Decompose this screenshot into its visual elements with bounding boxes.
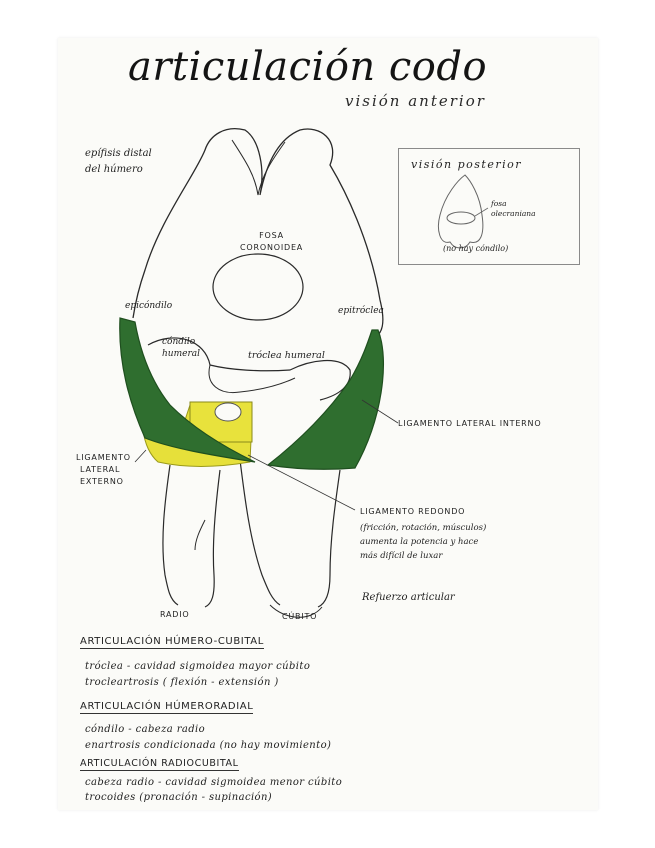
- section-heading-1: ARTICULACIÓN HÚMERO-CUBITAL: [80, 636, 264, 649]
- label-refuerzo: Refuerzo articular: [362, 590, 455, 606]
- label-troclea-humeral: tróclea humeral: [248, 348, 325, 364]
- section-heading-3: ARTICULACIÓN RADIOCUBITAL: [80, 758, 239, 771]
- label-epifisis: epífisis distal del húmero: [85, 146, 152, 178]
- radius-line: [195, 520, 205, 550]
- label-cubito: CÚBITO: [282, 611, 317, 623]
- redondo-note-2: aumenta la potencia y hace: [360, 535, 486, 549]
- page-title: articulación codo: [128, 44, 487, 90]
- label-fosa-coronoidea: FOSA CORONOIDEA: [240, 230, 303, 254]
- section-3-line-2: trocoides (pronación - supinación): [85, 792, 272, 803]
- ligamento-redondo-notes: (fricción, rotación, músculos) aumenta l…: [360, 521, 486, 563]
- section-2-line-2: enartrosis condicionada (no hay movimien…: [85, 740, 331, 751]
- inset-title: visión posterior: [411, 157, 522, 173]
- section-3-line-1: cabeza radio - cavidad sigmoidea menor c…: [85, 777, 342, 788]
- inset-fosa-line-2: olecraniana: [491, 209, 536, 219]
- label-epicondilo: epicóndilo: [125, 298, 172, 314]
- label-ligamento-redondo: LIGAMENTO REDONDO: [360, 506, 465, 518]
- page-subtitle: visión anterior: [345, 92, 486, 110]
- fosa-line-2: CORONOIDEA: [240, 242, 303, 254]
- section-2-line-1: cóndilo - cabeza radio: [85, 724, 205, 735]
- fosa-coronoidea-shape: [213, 254, 303, 320]
- humerus-notch: [232, 140, 285, 195]
- condilo-line-2: humeral: [162, 348, 200, 360]
- section-heading-2: ARTICULACIÓN HÚMERORADIAL: [80, 701, 253, 714]
- section-1-line-1: tróclea - cavidad sigmoidea mayor cúbito: [85, 661, 310, 672]
- inset-fosa-line-1: fosa: [491, 199, 536, 209]
- trochlea-ridge: [209, 365, 295, 393]
- label-ligamento-externo: LIGAMENTO LATERAL EXTERNO: [76, 452, 131, 488]
- epifisis-line-1: epífisis distal: [85, 146, 152, 162]
- condilo-line-1: cóndilo: [162, 336, 200, 348]
- radius-outline: [163, 465, 220, 607]
- label-radio: RADIO: [160, 609, 190, 621]
- ligament-hole: [215, 403, 241, 421]
- label-condilo-humeral: cóndilo humeral: [162, 336, 200, 360]
- fosa-line-1: FOSA: [240, 230, 303, 242]
- redondo-note-3: más difícil de luxar: [360, 549, 486, 563]
- inset-note: (no hay cóndilo): [443, 241, 508, 257]
- epifisis-line-2: del húmero: [85, 162, 152, 178]
- redondo-note-1: (fricción, rotación, músculos): [360, 521, 486, 535]
- inset-label-fosa: fosa olecraniana: [491, 199, 536, 219]
- ulna-outline: [240, 460, 340, 607]
- inset-posterior-view: visión posterior fosa olecraniana (no ha…: [398, 148, 580, 265]
- externo-line-3: EXTERNO: [76, 476, 131, 488]
- leader-externo: [135, 450, 146, 462]
- label-ligamento-interno: LIGAMENTO LATERAL INTERNO: [398, 418, 541, 430]
- label-epitroclea: epitróclea: [338, 303, 384, 319]
- section-1-line-2: trocleartrosis ( flexión - extensión ): [85, 677, 279, 688]
- externo-line-2: LATERAL: [76, 464, 131, 476]
- externo-line-1: LIGAMENTO: [76, 452, 131, 464]
